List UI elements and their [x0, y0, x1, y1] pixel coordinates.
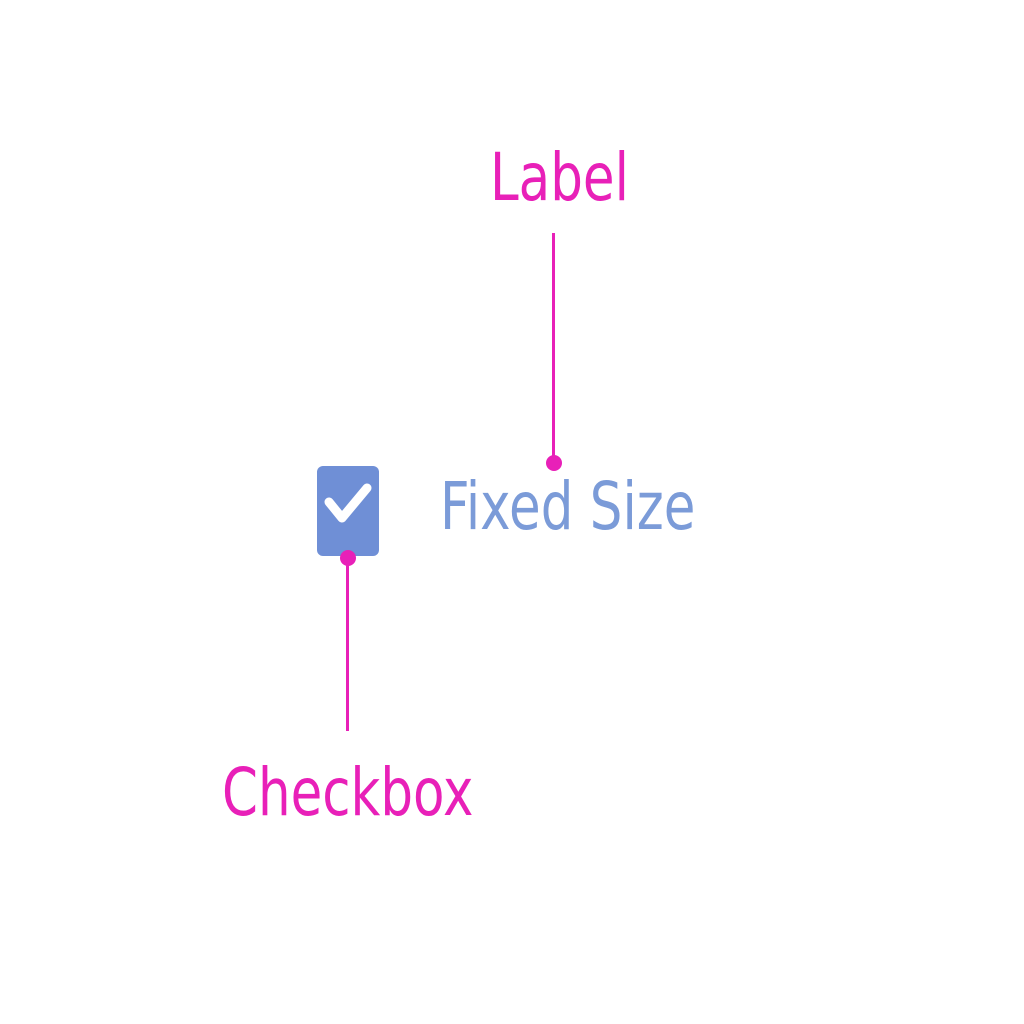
check-icon — [324, 483, 372, 523]
label-leader-line — [552, 233, 555, 465]
checkbox-label[interactable]: Fixed Size — [440, 468, 696, 545]
fixed-size-checkbox[interactable] — [317, 466, 379, 556]
checkbox-leader-line — [346, 556, 349, 731]
checkbox-annotation: Checkbox — [222, 754, 474, 831]
checkbox-leader-dot — [340, 550, 356, 566]
label-leader-dot — [546, 455, 562, 471]
label-annotation: Label — [490, 139, 629, 216]
